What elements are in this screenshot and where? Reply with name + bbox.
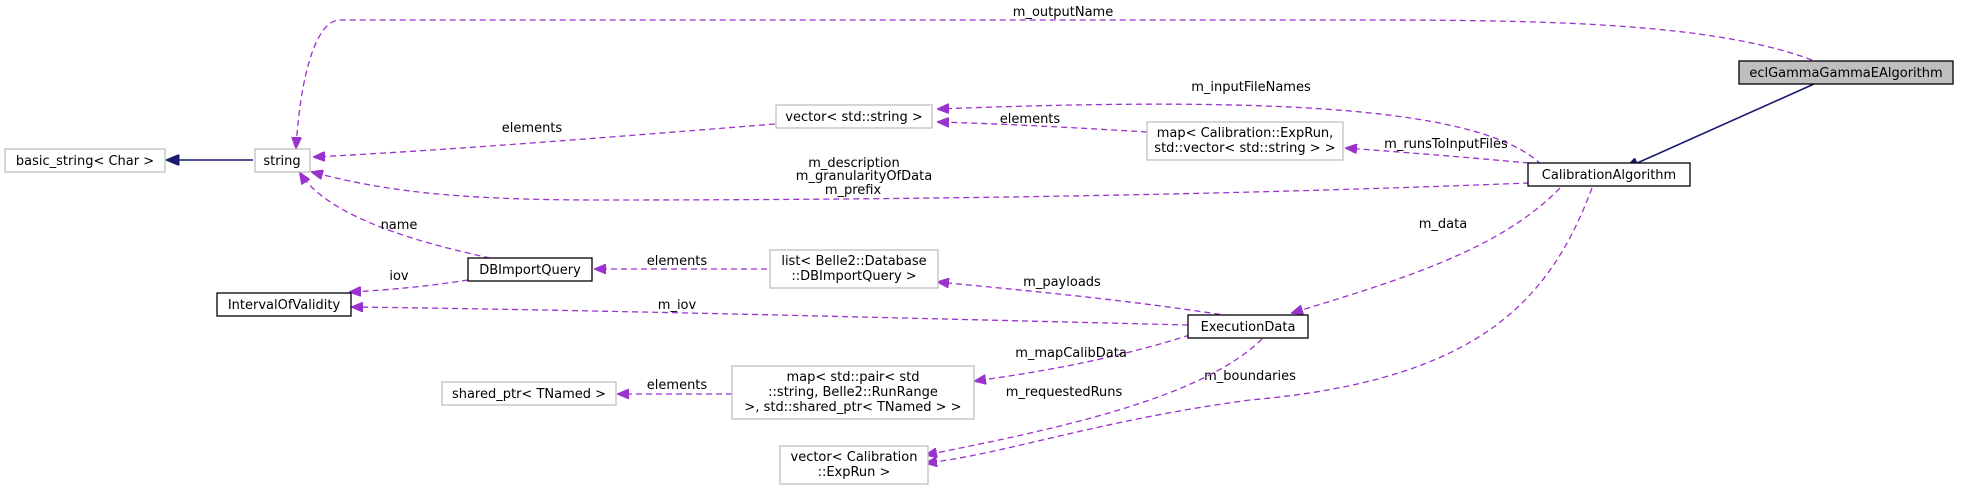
edge-label-elements-list: elements: [647, 254, 708, 269]
svg-text:>, std::shared_ptr< TNamed > >: >, std::shared_ptr< TNamed > >: [744, 400, 961, 415]
edge-m-description: [312, 172, 1530, 201]
edge-label-elements-shared: elements: [647, 378, 708, 393]
edge-m-input-file-names: [938, 103, 1549, 173]
node-shared-ptr-tnamed[interactable]: shared_ptr< TNamed >: [441, 381, 617, 406]
node-string[interactable]: string: [254, 148, 311, 173]
edge-m-data: [1292, 187, 1561, 313]
edge-label-name: name: [381, 218, 418, 233]
svg-text:vector< Calibration: vector< Calibration: [791, 450, 918, 465]
edge-m-runs-to-input-files: [1346, 148, 1530, 164]
edge-label-m-output-name: m_outputName: [1013, 5, 1113, 20]
edge-iov: [350, 279, 469, 292]
node-vector-exprun[interactable]: vector< Calibration ::ExpRun >: [779, 445, 929, 485]
edge-label-m-map-calib-data: m_mapCalibData: [1015, 346, 1127, 361]
svg-text:map< Calibration::ExpRun,: map< Calibration::ExpRun,: [1157, 126, 1334, 141]
edge-elements-map-exprun: [938, 122, 1148, 133]
svg-text:basic_string< Char >: basic_string< Char >: [16, 154, 154, 169]
edge-m-requested-runs: [926, 338, 1263, 455]
node-list-dbimport-query[interactable]: list< Belle2::Database ::DBImportQuery >: [769, 249, 939, 289]
edge-label-m-runs-to-input-files: m_runsToInputFiles: [1384, 137, 1508, 152]
svg-text:std::vector< std::string > >: std::vector< std::string > >: [1154, 141, 1335, 156]
node-map-pair-runrange[interactable]: map< std::pair< std ::string, Belle2::Ru…: [731, 365, 975, 420]
svg-text:map< std::pair< std: map< std::pair< std: [786, 370, 919, 385]
node-calibration-algorithm[interactable]: CalibrationAlgorithm: [1527, 162, 1691, 187]
svg-text:::string, Belle2::RunRange: ::string, Belle2::RunRange: [768, 385, 938, 400]
node-map-exprun-vector-string[interactable]: map< Calibration::ExpRun, std::vector< s…: [1146, 121, 1344, 161]
svg-text:list< Belle2::Database: list< Belle2::Database: [781, 254, 926, 269]
edge-label-m-input-file-names: m_inputFileNames: [1191, 80, 1311, 95]
node-interval-of-validity[interactable]: IntervalOfValidity: [216, 292, 352, 317]
edge-label-m-data: m_data: [1419, 217, 1467, 232]
edge-elements-vector-string: [314, 123, 776, 157]
edge-m-payloads: [938, 282, 1231, 317]
edge-label-m-iov: m_iov: [658, 298, 697, 313]
edge-eclgamma-inherits-calibration-algorithm: [1626, 83, 1815, 168]
node-dbimport-query[interactable]: DBImportQuery: [467, 257, 593, 282]
edge-label-m-prefix: m_prefix: [825, 183, 882, 198]
edge-label-m-description: m_description: [808, 156, 899, 171]
svg-text:string: string: [263, 154, 300, 169]
svg-text:::DBImportQuery >: ::DBImportQuery >: [791, 269, 916, 284]
edge-label-iov: iov: [389, 269, 409, 284]
edge-label-elements-vector: elements: [502, 121, 563, 136]
svg-text:DBImportQuery: DBImportQuery: [479, 263, 581, 278]
edge-m-boundaries: [926, 187, 1593, 463]
edge-m-map-calib-data: [975, 334, 1191, 381]
node-execution-data[interactable]: ExecutionData: [1187, 314, 1309, 339]
edge-m-output-name: [296, 19, 1813, 148]
svg-text:IntervalOfValidity: IntervalOfValidity: [228, 298, 341, 313]
node-basic-string[interactable]: basic_string< Char >: [4, 148, 166, 173]
svg-text:CalibrationAlgorithm: CalibrationAlgorithm: [1542, 168, 1676, 183]
edge-m-iov: [352, 307, 1189, 326]
svg-text:vector< std::string >: vector< std::string >: [785, 110, 922, 125]
node-vector-string[interactable]: vector< std::string >: [775, 104, 933, 129]
edge-label-m-payloads: m_payloads: [1023, 275, 1101, 290]
svg-text:eclGammaGammaEAlgorithm: eclGammaGammaEAlgorithm: [1749, 66, 1942, 81]
edge-label-elements-map: elements: [1000, 112, 1061, 127]
edge-name: [300, 173, 491, 259]
edge-label-m-granularity-of-data: m_granularityOfData: [796, 169, 932, 184]
edge-label-m-requested-runs: m_requestedRuns: [1006, 385, 1123, 400]
svg-text:::ExpRun >: ::ExpRun >: [818, 465, 891, 480]
svg-text:shared_ptr< TNamed >: shared_ptr< TNamed >: [452, 387, 606, 402]
svg-text:ExecutionData: ExecutionData: [1201, 320, 1296, 335]
edge-label-m-boundaries: m_boundaries: [1204, 369, 1296, 384]
node-eclgamma-gamma-e-algorithm[interactable]: eclGammaGammaEAlgorithm: [1738, 60, 1954, 85]
